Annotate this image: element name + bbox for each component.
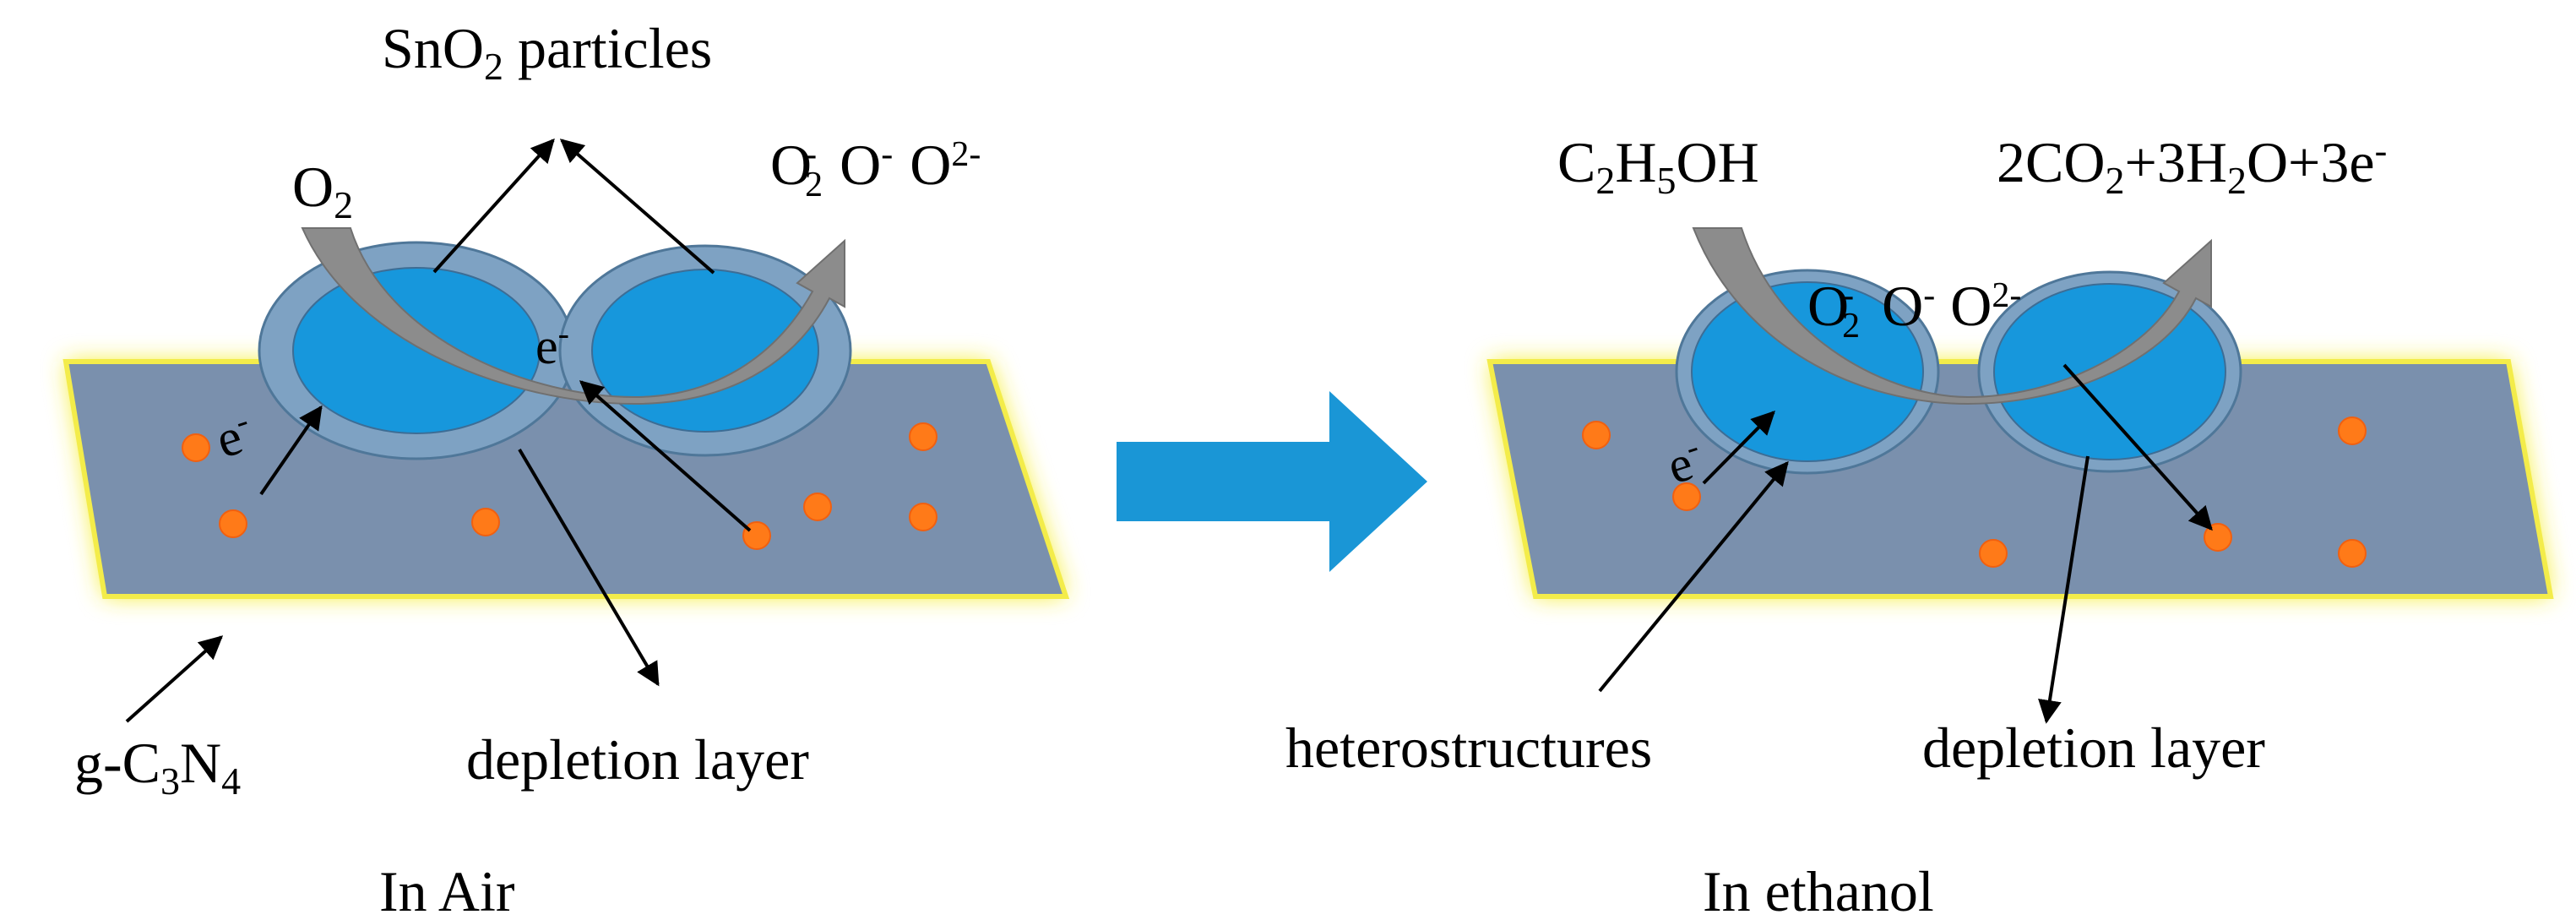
left-pointer-arrows — [125, 138, 752, 723]
electron-dot — [2338, 539, 2367, 568]
arrow-sno2-to-particle-1 — [432, 138, 555, 274]
caption-in-ethanol: In ethanol — [1703, 859, 1934, 920]
depletion-layer-label-left: depletion layer — [466, 727, 809, 792]
arrow-depletion-layer — [2038, 455, 2090, 724]
right-pointer-arrows — [1598, 363, 2213, 724]
arrow-substrate — [125, 635, 224, 723]
electron-dot — [1672, 482, 1701, 511]
electron-dot — [1582, 421, 1611, 449]
arrow-electron — [1702, 411, 1775, 485]
electron-dot — [909, 503, 937, 531]
left-gas-flow-arrow — [301, 227, 845, 406]
electron-dot — [1979, 539, 2008, 568]
electron-center-label: e- — [535, 314, 569, 374]
o2-label: O2 — [292, 155, 353, 226]
electron-dot — [471, 508, 500, 536]
depletion-layer-label-right: depletion layer — [1922, 716, 2265, 780]
substrate-label: g-C3N4 — [74, 731, 241, 803]
sno2-particles-label: SnO2 particles — [382, 16, 712, 88]
arrow-heterostructures — [1598, 460, 1789, 693]
electron-dot — [219, 509, 247, 538]
caption-in-air: In Air — [379, 859, 515, 920]
products-label: 2CO2+3H2O+3e- — [1997, 130, 2387, 202]
electron-left-label: e- — [208, 401, 259, 470]
arrow-depletion-layer — [518, 448, 660, 687]
heterostructures-label: heterostructures — [1285, 716, 1652, 780]
arrow-electron-left — [259, 405, 323, 496]
arrow-electron-center — [579, 380, 752, 532]
electron-dot — [2338, 416, 2367, 445]
process-arrow — [1117, 391, 1427, 572]
left-sno2-particle-1 — [258, 241, 575, 460]
arrow-sno2-to-particle-2 — [559, 139, 715, 275]
ethanol-label: C2H5OH — [1557, 130, 1759, 202]
right-sno2-particle-1 — [1675, 269, 1940, 475]
right-electron-dots — [1582, 416, 2367, 568]
electron-dot — [803, 493, 832, 521]
arrow-to-dot — [2062, 363, 2213, 531]
electron-dot — [909, 422, 937, 451]
electron-dot — [182, 433, 210, 462]
right-gas-flow-arrow — [1692, 227, 2212, 406]
